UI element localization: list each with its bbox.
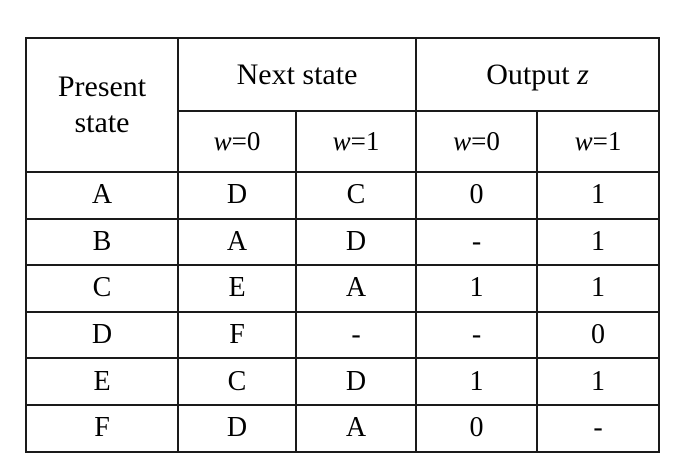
w-variable-o1: w: [574, 126, 593, 156]
cell-next-w0: D: [177, 403, 297, 453]
cell-out-w1: 1: [536, 264, 661, 313]
header-output-prefix: Output: [486, 57, 578, 91]
header-next-state: Next state: [176, 37, 418, 112]
table-header-row-top: Present state Next state Output z: [25, 37, 661, 173]
header-next-state-w0: w=0: [177, 110, 297, 173]
table-row: D F - - 0: [25, 310, 661, 360]
table-row: B A D - 1: [25, 217, 661, 267]
cell-out-w1: 0: [536, 310, 661, 360]
cell-next-w1: A: [294, 264, 418, 313]
w-variable-o0: w: [453, 126, 472, 156]
table-row: F D A 0 -: [25, 403, 661, 453]
header-present-state-line1: Present: [57, 70, 147, 103]
header-output: Output z: [415, 37, 661, 112]
table-row: C E A 1 1: [25, 264, 661, 313]
cell-present-state: A: [25, 171, 179, 220]
w-value-n1: =1: [350, 126, 380, 156]
cell-present-state: E: [25, 357, 179, 406]
cell-present-state: C: [25, 264, 179, 313]
header-output-variable: z: [577, 57, 589, 91]
header-output-w0: w=0: [415, 110, 539, 173]
cell-out-w1: -: [536, 403, 661, 453]
cell-next-w1: D: [294, 217, 418, 267]
header-present-state-line2: state: [74, 106, 130, 139]
w-value-o1: =1: [592, 126, 622, 156]
w-variable-n0: w: [213, 126, 232, 156]
header-output-w1: w=1: [536, 110, 661, 173]
cell-present-state: D: [25, 310, 179, 360]
cell-next-w0: E: [177, 264, 297, 313]
cell-out-w0: 0: [415, 171, 539, 220]
w-variable-n1: w: [332, 126, 351, 156]
cell-next-w0: D: [177, 171, 297, 220]
table-row: A D C 0 1: [25, 171, 661, 220]
cell-out-w0: 0: [415, 403, 539, 453]
cell-out-w0: -: [415, 310, 539, 360]
cell-out-w0: 1: [415, 357, 539, 406]
cell-present-state: B: [25, 217, 179, 267]
table-body: A D C 0 1 B A D - 1 C E A 1 1 D: [25, 171, 661, 453]
cell-next-w1: C: [294, 171, 418, 220]
cell-next-w0: C: [177, 357, 297, 406]
cell-next-w0: A: [177, 217, 297, 267]
cell-out-w0: -: [415, 217, 539, 267]
cell-out-w1: 1: [536, 357, 661, 406]
table-header-row-sub: w=0 w=1 w=0 w=1: [26, 110, 661, 173]
cell-next-w1: D: [294, 357, 418, 406]
header-present-state: Present state: [25, 37, 179, 173]
cell-present-state: F: [25, 403, 179, 453]
cell-next-w1: A: [294, 403, 418, 453]
header-next-state-w1: w=1: [294, 110, 418, 173]
table-row: E C D 1 1: [25, 357, 661, 406]
w-value-o0: =0: [471, 126, 500, 156]
cell-out-w0: 1: [415, 264, 539, 313]
cell-out-w1: 1: [536, 217, 661, 267]
state-transition-table: Present state Next state Output z w=0 w=…: [25, 37, 661, 453]
cell-next-w0: F: [177, 310, 297, 360]
cell-next-w1: -: [294, 310, 418, 360]
cell-out-w1: 1: [536, 171, 661, 220]
w-value-n0: =0: [231, 126, 261, 156]
